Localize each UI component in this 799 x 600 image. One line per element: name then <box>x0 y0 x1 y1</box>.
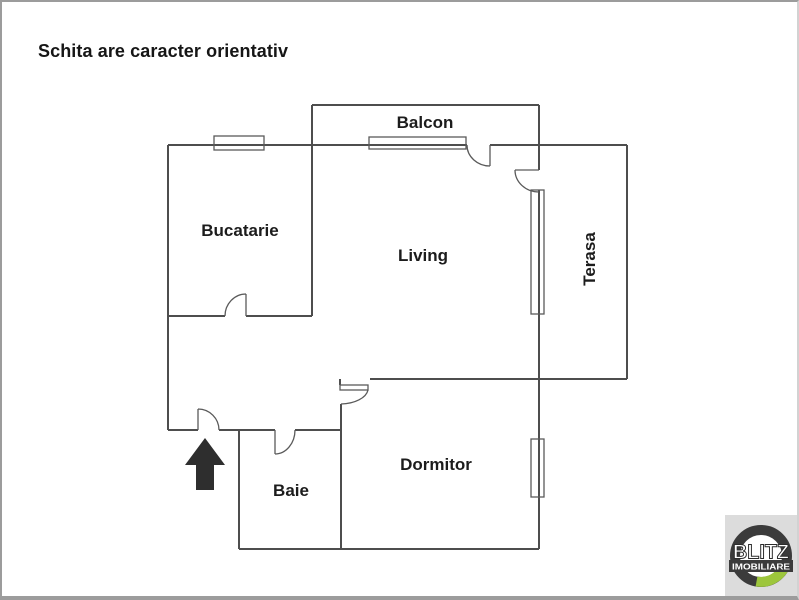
kitchen-window-icon <box>213 135 265 151</box>
dormitor-door-leaf <box>339 384 369 391</box>
room-label-baie: Baie <box>273 481 309 500</box>
room-label-terasa: Terasa <box>580 232 599 286</box>
balcony-door-icon <box>466 144 491 167</box>
entrance-arrow-icon <box>185 438 225 490</box>
room-label-dormitor: Dormitor <box>400 455 472 474</box>
bucatarie-door-icon <box>224 293 247 317</box>
dormitor-door-icon <box>340 389 369 405</box>
walls <box>167 104 628 550</box>
blitz-logo: BLITZ IMOBILIARE <box>725 515 797 596</box>
logo-brand-text: BLITZ <box>733 542 789 564</box>
logo-tagline-text: IMOBILIARE <box>732 563 791 572</box>
dormitor-window-icon <box>530 438 545 498</box>
doors <box>197 144 540 455</box>
baie-door-icon <box>274 429 296 455</box>
logo-text-band <box>729 560 793 572</box>
terasa-window-icon <box>530 189 545 315</box>
windows <box>213 135 545 498</box>
terasa-door-icon <box>514 169 540 193</box>
balcony-window-icon <box>368 136 467 150</box>
wall-living-bottom <box>339 378 627 385</box>
page-title: Schita are caracter orientativ <box>38 41 289 61</box>
wall-balcon <box>311 104 540 316</box>
room-label-living: Living <box>397 246 449 265</box>
room-label-bucatarie: Bucatarie <box>201 221 279 240</box>
room-label-balcon: Balcon <box>396 113 454 132</box>
entrance-door-icon <box>197 408 220 431</box>
wall-baie <box>238 404 539 550</box>
